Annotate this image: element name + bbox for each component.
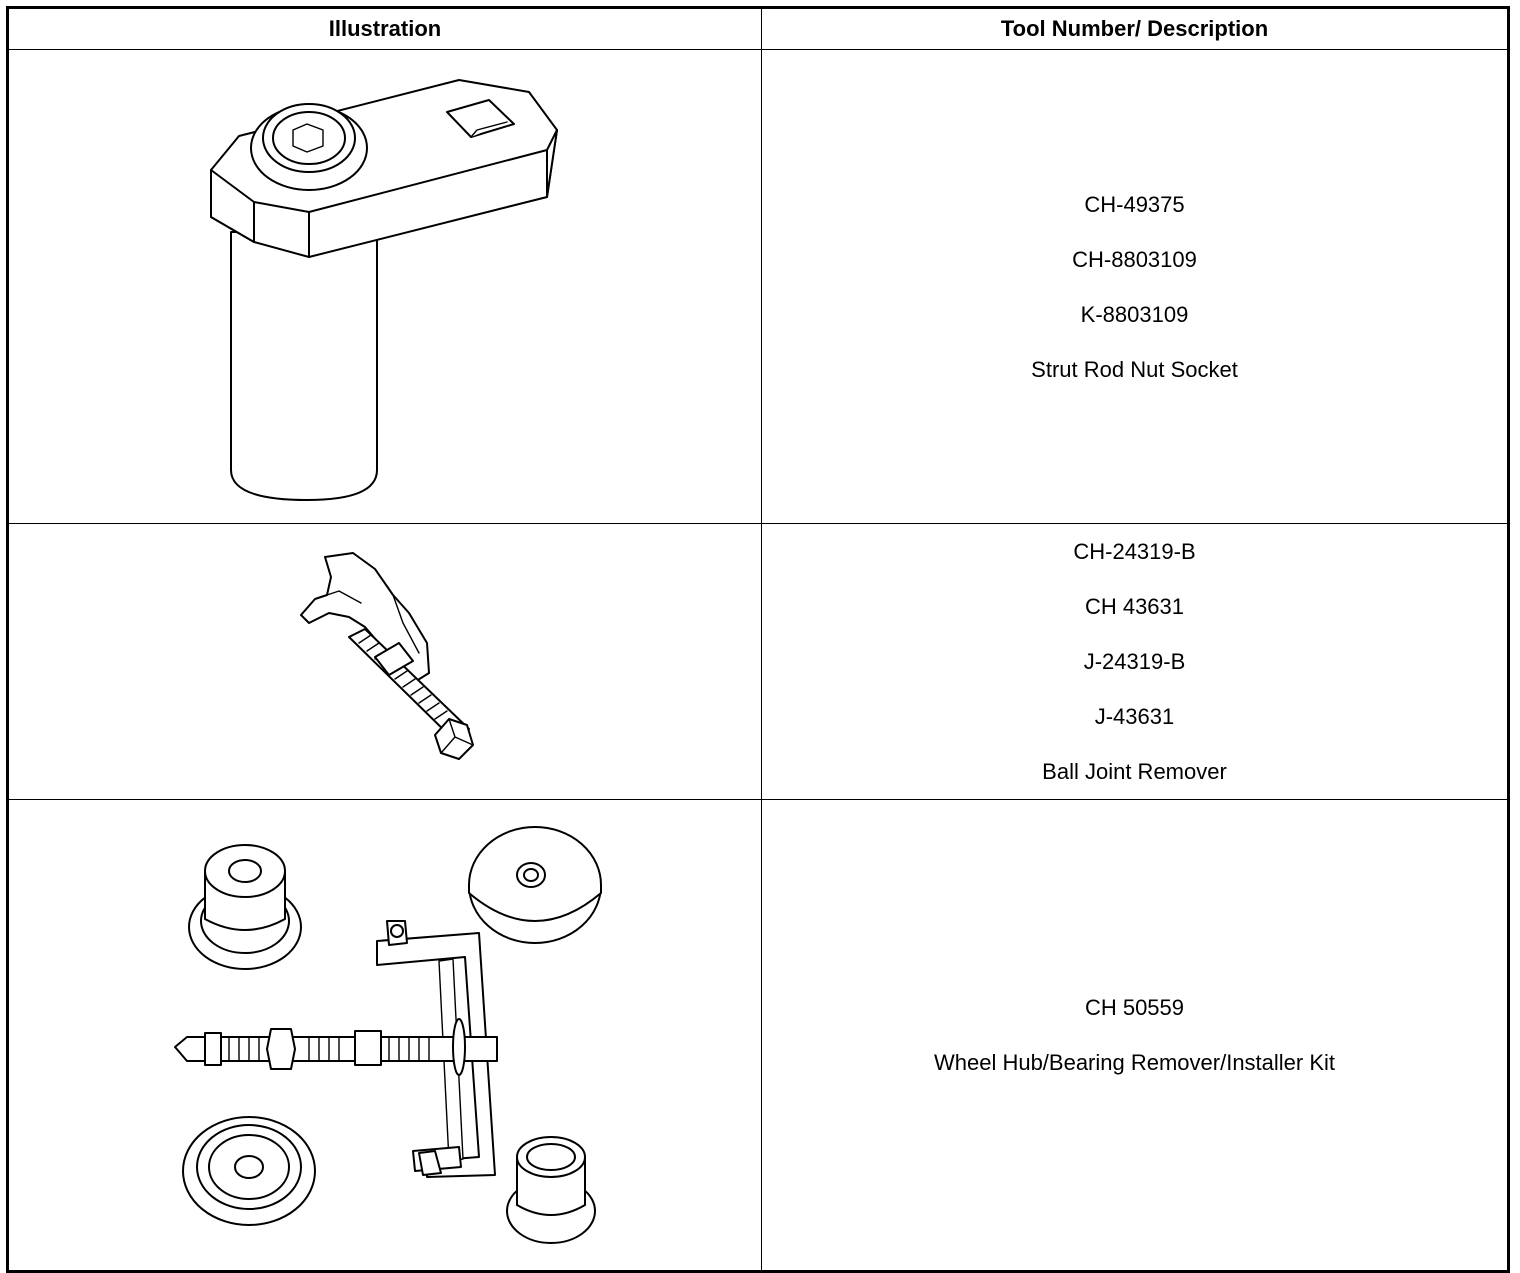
header-tool-number-description: Tool Number/ Description	[761, 7, 1509, 50]
tool-number: CH-49375	[1084, 191, 1185, 217]
wheel-hub-bearing-kit-illustration	[174, 826, 602, 1244]
adapter-disc-top-right	[468, 826, 602, 944]
strut-rod-nut-socket-illustration	[210, 78, 558, 501]
description-cell: CH 50559 Wheel Hub/Bearing Remover/Insta…	[761, 799, 1509, 1272]
illustration-cell	[7, 49, 762, 524]
table-row: CH 50559 Wheel Hub/Bearing Remover/Insta…	[7, 799, 1509, 1272]
table-header-row: Illustration Tool Number/ Description	[7, 7, 1509, 50]
adapter-disc-bottom-left	[182, 1116, 316, 1226]
tool-number: CH 50559	[1084, 995, 1185, 1020]
adapter-cup-bottom-right	[506, 1136, 596, 1244]
tool-number: CH-8803109	[1072, 246, 1197, 272]
description-cell: CH-24319-B CH 43631 J-24319-B J-43631 Ba…	[761, 523, 1509, 800]
tool-number: CH-24319-B	[1073, 539, 1196, 564]
tool-number: K-8803109	[1080, 301, 1189, 327]
tool-number: J-24319-B	[1083, 649, 1186, 674]
tool-description: Ball Joint Remover	[1042, 759, 1227, 784]
tool-number: J-43631	[1094, 704, 1175, 729]
header-illustration: Illustration	[7, 7, 762, 50]
tool-description: Strut Rod Nut Socket	[1031, 356, 1238, 382]
table-row: CH-49375 CH-8803109 K-8803109 Strut Rod …	[7, 49, 1509, 524]
description-cell: CH-49375 CH-8803109 K-8803109 Strut Rod …	[761, 49, 1509, 524]
forcing-screw	[174, 1018, 498, 1076]
tool-table: Illustration Tool Number/ Description	[6, 6, 1510, 1273]
illustration-cell	[7, 799, 762, 1272]
adapter-cup-top-left	[188, 844, 302, 970]
tool-number: CH 43631	[1084, 594, 1185, 619]
ball-joint-remover-illustration	[300, 551, 474, 760]
illustration-cell	[7, 523, 762, 800]
table-row: CH-24319-B CH 43631 J-24319-B J-43631 Ba…	[7, 523, 1509, 800]
tool-description: Wheel Hub/Bearing Remover/Installer Kit	[933, 1050, 1336, 1075]
